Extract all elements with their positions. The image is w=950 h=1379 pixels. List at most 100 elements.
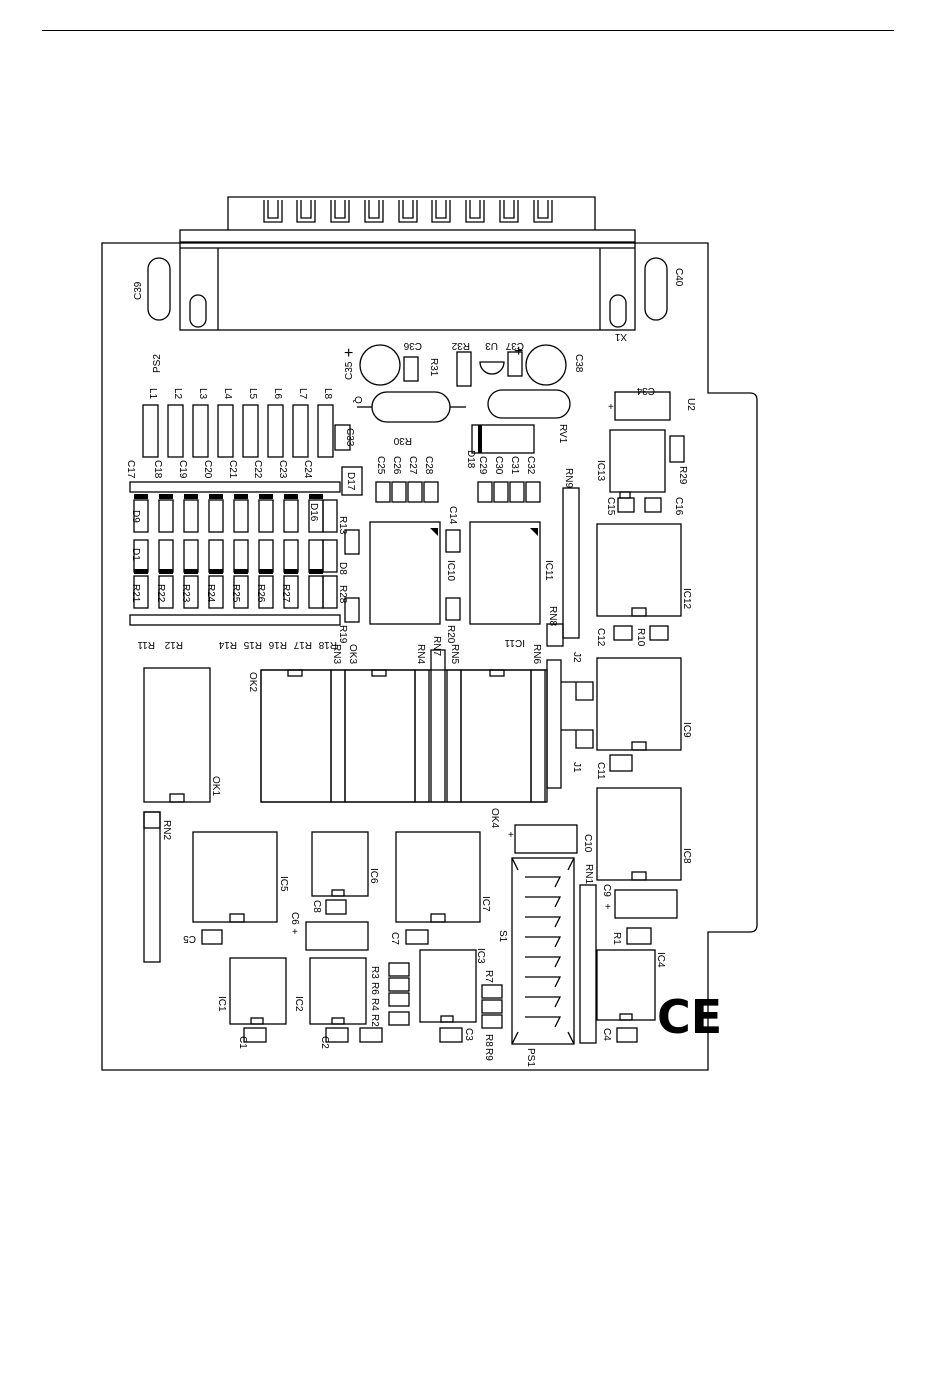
label-r13: R13 bbox=[337, 516, 348, 535]
ic1-chip bbox=[229, 957, 287, 1025]
label-r18: R18 bbox=[318, 639, 337, 650]
label-l5: L5 bbox=[247, 388, 258, 400]
label-c27: C27 bbox=[407, 456, 418, 475]
label-c22: C22 bbox=[252, 460, 263, 479]
label-x1: X1 bbox=[614, 331, 627, 342]
label-r23: R23 bbox=[180, 584, 191, 603]
label-r15: R15 bbox=[243, 639, 262, 650]
ic7-chip bbox=[395, 831, 481, 923]
j2-jumper bbox=[561, 681, 594, 701]
r30-resistor bbox=[371, 391, 451, 423]
label-c2: C2 bbox=[319, 1036, 330, 1049]
label-c7: C7 bbox=[389, 932, 400, 945]
label-d1: D1 bbox=[130, 548, 141, 561]
label-r17: R17 bbox=[293, 639, 312, 650]
label-c3: C3 bbox=[463, 1028, 474, 1041]
label-c29: C29 bbox=[477, 456, 488, 475]
ic4-chip bbox=[596, 949, 656, 1021]
inductors-l1-l8 bbox=[142, 404, 334, 458]
label-l7: L7 bbox=[297, 388, 308, 400]
label-ps2: PS2 bbox=[152, 354, 163, 373]
label-rn1: RN1 bbox=[583, 864, 594, 884]
label-ok1: OK1 bbox=[210, 776, 221, 796]
board-outline bbox=[101, 242, 758, 1071]
label-c10: C10 bbox=[582, 834, 593, 853]
label-c4: C4 bbox=[601, 1028, 612, 1041]
label-plus-c37: + bbox=[514, 343, 523, 360]
label-c8: C8 bbox=[311, 900, 322, 913]
label-ic6: IC6 bbox=[368, 868, 379, 884]
label-r21: R21 bbox=[130, 584, 141, 603]
s1-levers bbox=[525, 876, 562, 1028]
label-l1: L1 bbox=[147, 388, 158, 400]
label-c9: C9 bbox=[601, 884, 612, 897]
label-r32: R32 bbox=[451, 340, 470, 351]
label-ic11-side: IC11 bbox=[543, 560, 554, 581]
label-plus-c34: + bbox=[608, 402, 614, 413]
label-c37: C37 bbox=[505, 340, 524, 351]
ic2-chip bbox=[309, 957, 367, 1025]
label-d17: D17 bbox=[345, 472, 356, 491]
label-ic8: IC8 bbox=[681, 848, 692, 864]
label-r22: R22 bbox=[155, 584, 166, 603]
label-ic11-bottom: IC11 bbox=[504, 637, 525, 648]
label-c21: C21 bbox=[227, 460, 238, 479]
label-rn6: RN6 bbox=[531, 644, 542, 664]
label-c16: C16 bbox=[673, 497, 684, 516]
diodes-d9-d16 bbox=[133, 499, 338, 533]
label-c34: C34 bbox=[636, 385, 655, 396]
ok4-chip bbox=[514, 824, 578, 854]
label-plus-c9: + bbox=[605, 902, 611, 913]
u3-regulator bbox=[479, 361, 505, 375]
label-ok3: OK3 bbox=[347, 644, 358, 664]
label-c30: C30 bbox=[493, 456, 504, 475]
label-r29: R29 bbox=[677, 466, 688, 485]
label-c18: C18 bbox=[152, 460, 163, 479]
s1-switch bbox=[511, 857, 575, 1045]
diodes-d1-d8 bbox=[133, 539, 338, 573]
c35-cap bbox=[359, 344, 401, 386]
label-r12: R12 bbox=[164, 639, 183, 650]
label-r24: R24 bbox=[205, 584, 216, 603]
ic12-chip bbox=[596, 523, 682, 617]
label-rn4: RN4 bbox=[415, 644, 426, 664]
label-r20: R20 bbox=[445, 625, 456, 644]
label-r6: R6 bbox=[369, 982, 380, 995]
label-l3: L3 bbox=[197, 388, 208, 400]
connector-pins bbox=[263, 200, 553, 223]
label-c28: C28 bbox=[423, 456, 434, 475]
label-c1: C1 bbox=[237, 1036, 248, 1049]
label-ic1: IC1 bbox=[216, 996, 227, 1012]
label-ps1: PS1 bbox=[525, 1048, 536, 1067]
c38-cap bbox=[525, 344, 567, 386]
label-d16: D16 bbox=[308, 503, 319, 522]
label-ic12: IC12 bbox=[681, 588, 692, 610]
label-r11: R11 bbox=[137, 639, 155, 650]
label-c24: C24 bbox=[302, 460, 313, 479]
j1-jumper bbox=[561, 729, 594, 749]
label-d9: D9 bbox=[130, 510, 141, 523]
ce-mark: CE bbox=[657, 990, 722, 1044]
d18-diode bbox=[471, 424, 535, 454]
ic3-chip bbox=[419, 949, 477, 1023]
label-rn9: RN9 bbox=[563, 468, 574, 488]
ic9-chip bbox=[596, 657, 682, 751]
label-c40: C40 bbox=[673, 268, 684, 287]
label-ic10: IC10 bbox=[445, 560, 456, 582]
label-l6: L6 bbox=[272, 388, 283, 400]
label-rn2: RN2 bbox=[161, 820, 172, 840]
label-r10: R10 bbox=[635, 628, 646, 647]
label-d18: D18 bbox=[465, 450, 476, 469]
label-r28: R28 bbox=[337, 585, 348, 604]
label-ic3: IC3 bbox=[475, 948, 486, 964]
label-c20: C20 bbox=[202, 460, 213, 479]
connector-shell bbox=[227, 196, 596, 230]
label-r7: R7 bbox=[483, 970, 494, 983]
label-rn8: RN8 bbox=[547, 606, 558, 626]
connector-body bbox=[179, 229, 636, 331]
label-u3: U3 bbox=[485, 340, 498, 351]
label-r27: R27 bbox=[280, 584, 291, 603]
label-u2: U2 bbox=[685, 398, 696, 411]
ok-block-outline bbox=[260, 669, 548, 803]
label-ic13: IC13 bbox=[595, 460, 606, 482]
